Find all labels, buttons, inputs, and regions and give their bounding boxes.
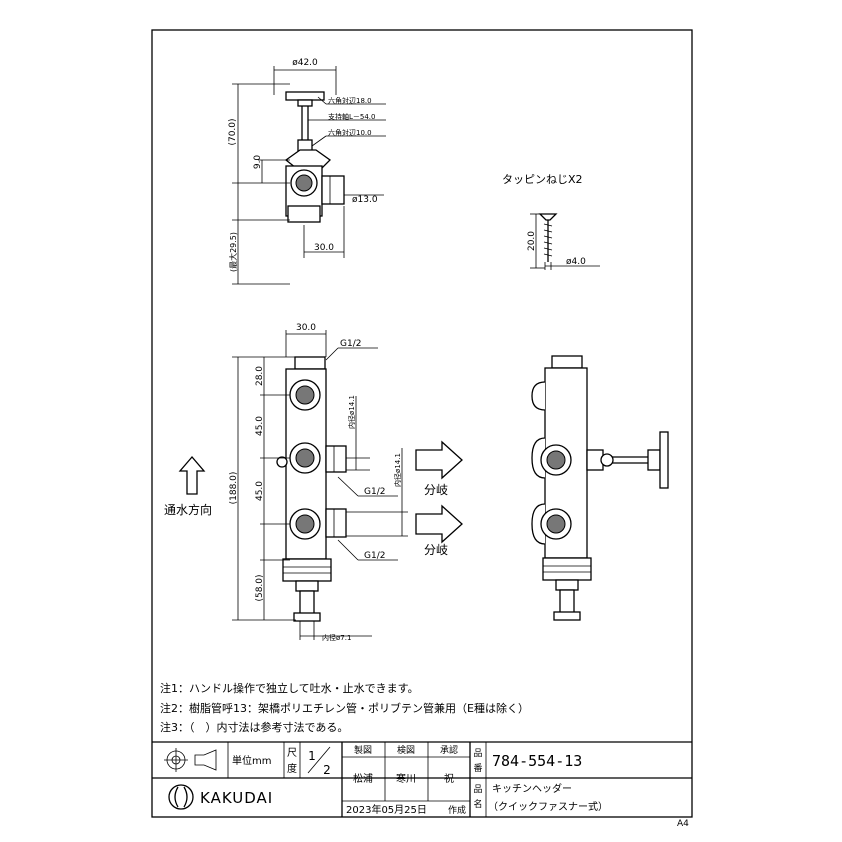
number-header-2: 番 [473,762,482,774]
dim-dia13: ø13.0 [352,195,378,205]
scale-numerator: 1 [308,749,316,763]
dim-30-top: 30.0 [314,243,334,253]
scale-denominator: 2 [323,763,331,777]
dim-dia42: ø42.0 [292,58,318,68]
made-label: 作成 [448,804,466,816]
product-name-2: （クイックファスナー式） [488,800,608,813]
top-view [232,66,386,285]
name-header-2: 名 [473,798,482,810]
dim-max29: (最大29.5) [228,232,238,272]
branch-label-2: 分岐 [424,543,448,557]
drawn-header: 製図 [354,744,372,756]
branch-label-1: 分岐 [424,483,448,497]
note-hex10: 六角対辺10.0 [328,128,372,137]
dim-9: 9.0 [253,155,263,170]
paper-size: A4 [677,819,689,829]
part-number: 784-554-13 [492,752,582,770]
kakudai-logo: KAKUDAI [200,789,273,807]
dim-g12-top: G1/2 [340,339,361,349]
screw-dim-20: 20.0 [527,231,537,251]
note-shaft: 支持軸L－54.0 [328,112,376,121]
approved-by: 祝 [444,772,454,785]
note-hex18: 六角対辺18.0 [328,96,372,105]
dim-g12-mid: G1/2 [364,487,385,497]
dim-id71: 内径ø7.1 [322,633,351,642]
front-view [178,330,463,640]
screw-label: タッピンねじX2 [502,173,583,186]
dim-id141a: 内径ø14.1 [347,395,356,429]
screw-diagram [530,213,600,270]
dim-id141b: 内径ø14.1 [393,453,402,487]
product-name-1: キッチンヘッダー [492,782,572,795]
drawn-by: 松浦 [353,772,373,785]
dim-70: (70.0) [228,118,238,145]
scale-label-2: 度 [287,762,297,775]
screw-dim-dia4: ø4.0 [566,257,586,267]
date: 2023年05月25日 [346,803,427,816]
dim-58: (58.0) [255,574,265,601]
dim-188: (188.0) [229,472,239,505]
dim-g12-bot: G1/2 [364,551,385,561]
checked-header: 検図 [397,744,415,756]
dim-30-front: 30.0 [296,323,316,333]
dim-45b: 45.0 [255,481,265,501]
note-3: 注3：（ ）内寸法は参考寸法である。 [160,720,348,734]
drawing-border [151,29,693,818]
name-header-1: 品 [473,784,482,795]
title-block [152,741,692,817]
number-header-1: 品 [473,748,482,759]
checked-by: 寒川 [396,772,416,785]
unit-label: 単位mm [232,754,271,767]
note-2: 注2：樹脂管呼13：架橋ポリエチレン管・ポリブテン管兼用（E種は除く） [160,701,529,715]
dim-28: 28.0 [255,366,265,386]
scale-label-1: 尺 [287,747,297,759]
side-view [531,355,669,621]
note-1: 注1：ハンドル操作で独立して吐水・止水できます。 [160,681,419,695]
flow-label: 通水方向 [164,502,212,517]
approved-header: 承認 [440,744,458,756]
dim-45a: 45.0 [255,416,265,436]
